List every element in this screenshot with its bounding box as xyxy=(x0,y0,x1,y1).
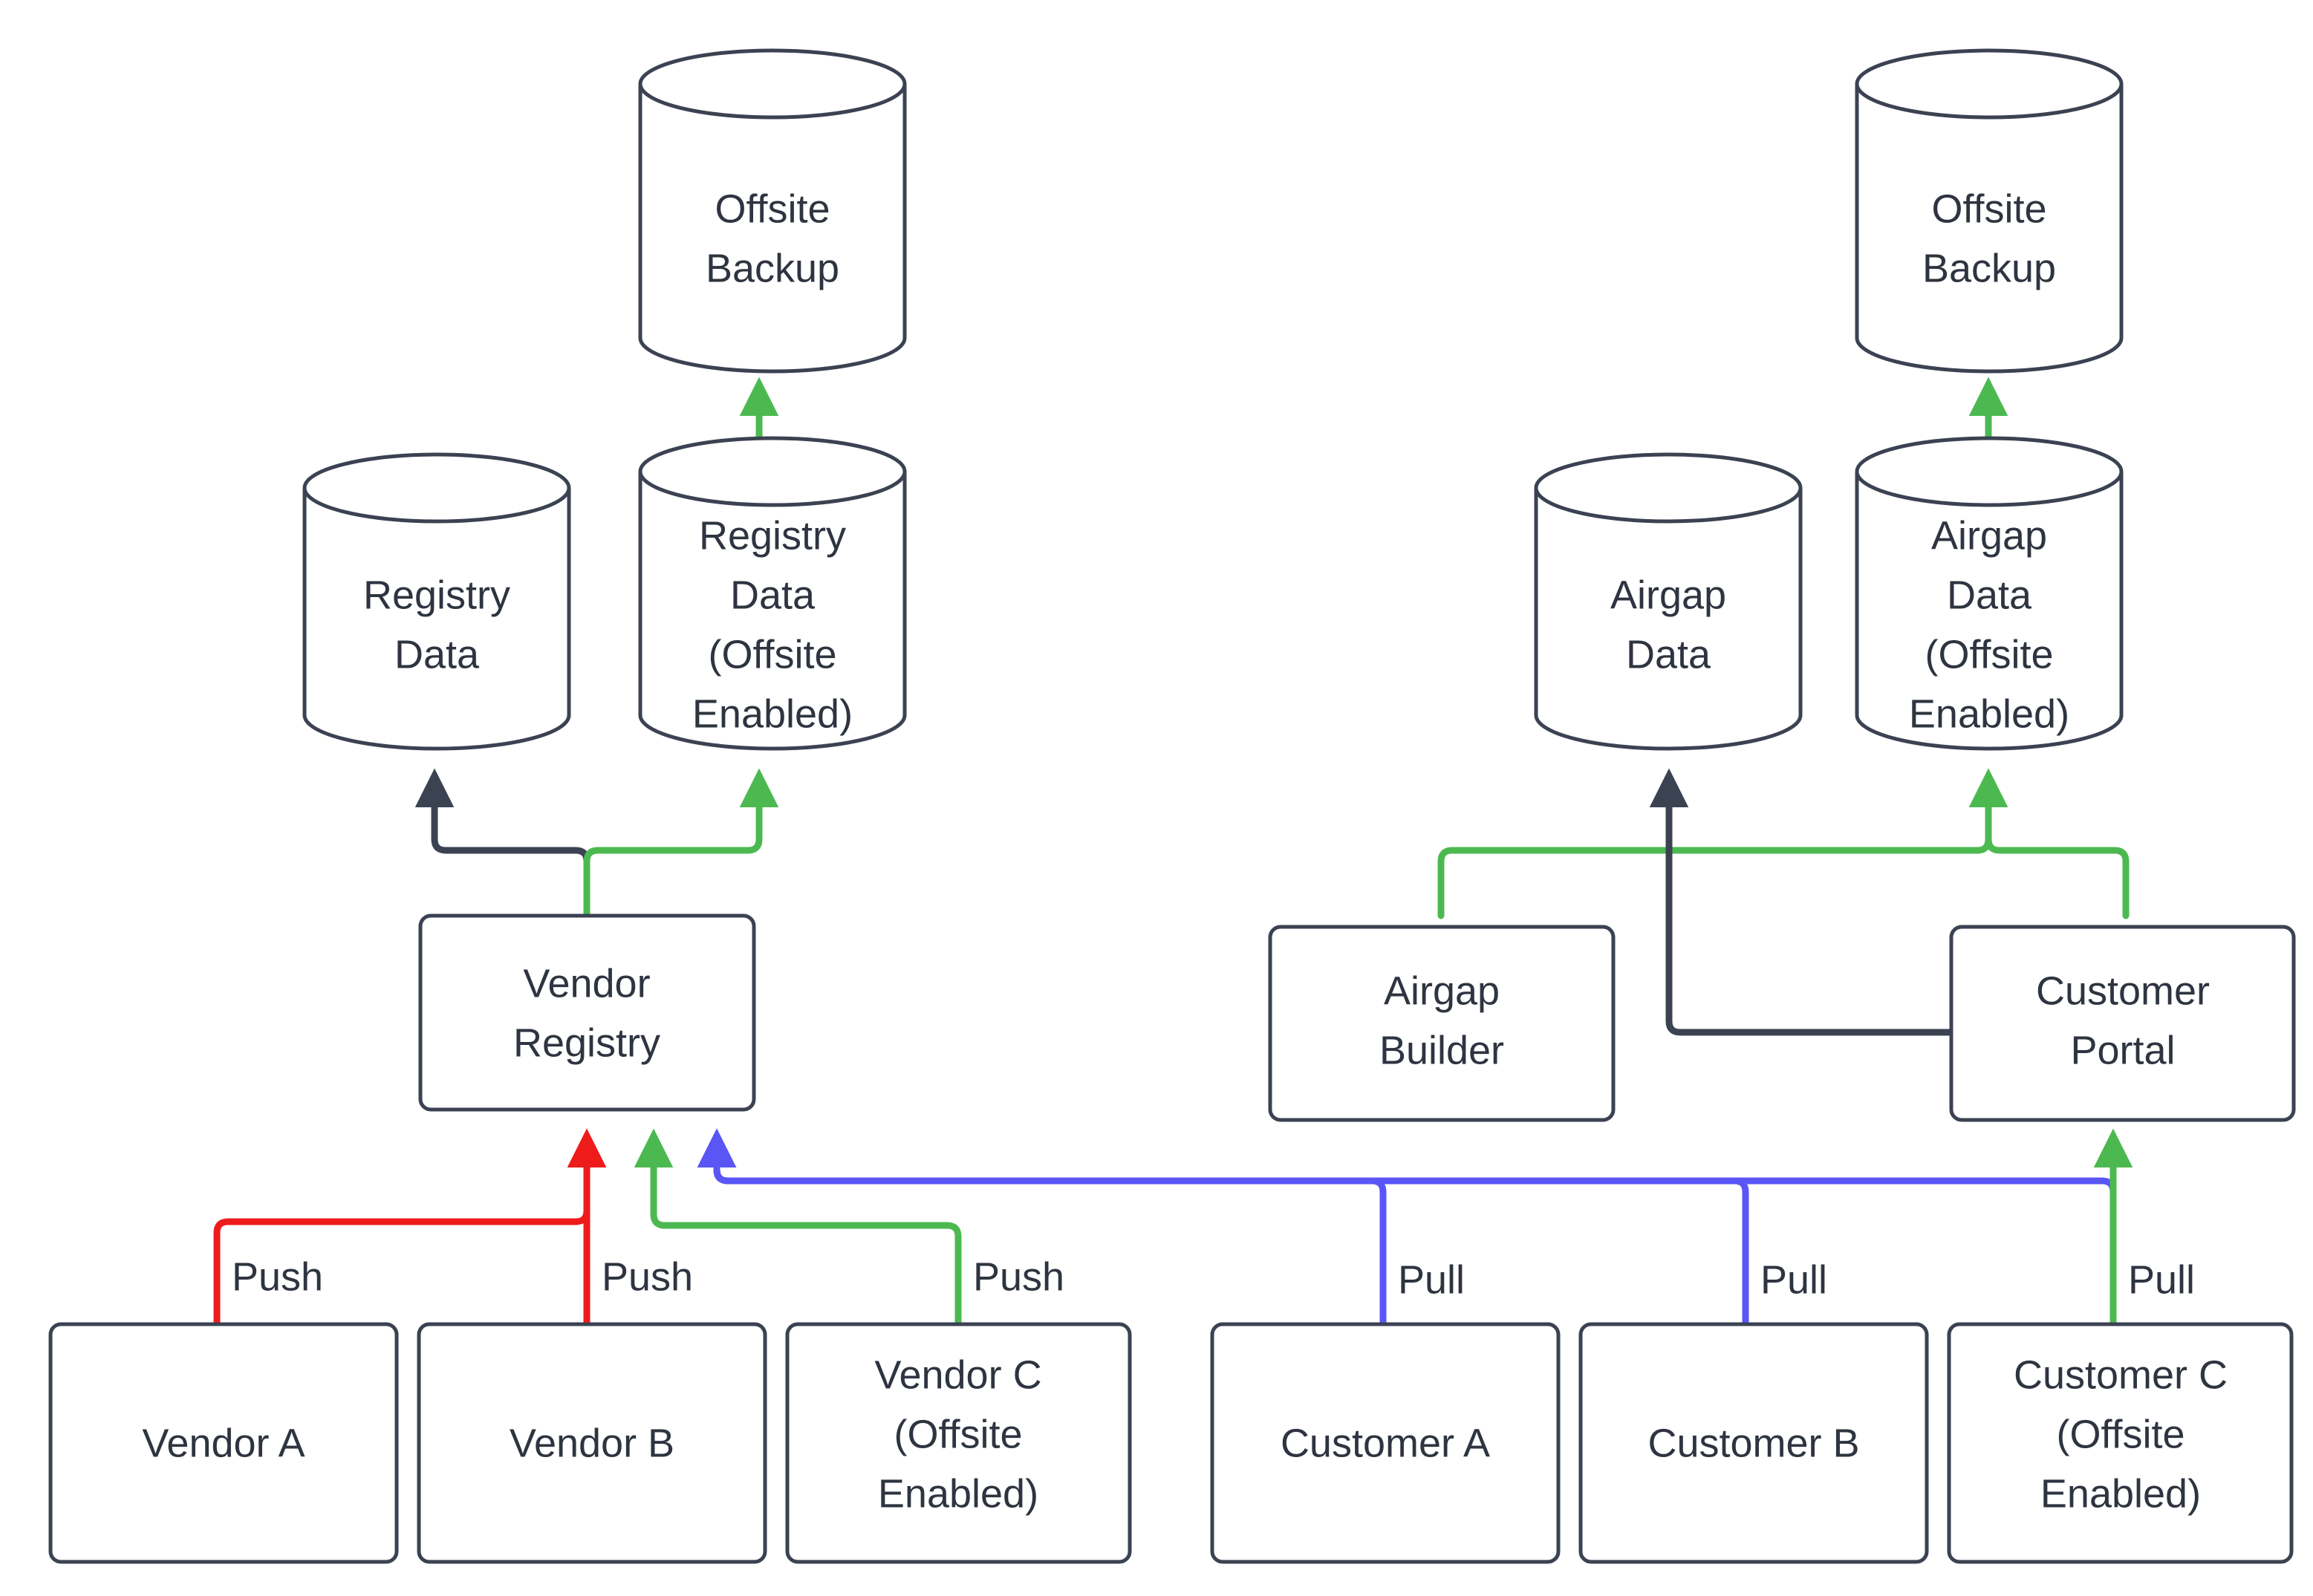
node-label-line: Offsite xyxy=(1931,186,2046,231)
node-label-line: Data xyxy=(1947,573,2032,617)
node-label-line: (Offsite xyxy=(708,632,836,677)
edge-label-push-a: Push xyxy=(232,1254,323,1299)
node-label-line: (Offsite xyxy=(1925,632,2053,677)
node-label-line: Builder xyxy=(1379,1028,1504,1072)
node-label-line: Registry xyxy=(363,573,510,617)
edge-customer-portal-to-airgap-data-offsite xyxy=(1968,768,2130,919)
node-offsite-backup-left[interactable]: Offsite Backup xyxy=(638,48,907,374)
edge-purple-trunk xyxy=(697,1128,2117,1196)
node-label-line: Portal xyxy=(2070,1028,2175,1072)
node-label-line: Registry xyxy=(513,1020,660,1065)
edge-customer-portal-to-airgap-data xyxy=(1649,768,1955,1036)
node-label-line: Airgap xyxy=(1610,573,1726,617)
node-label-line: Backup xyxy=(1922,246,2056,290)
node-label-line: Enabled) xyxy=(1909,691,2069,736)
edge-vendor-c-to-vendor-registry xyxy=(634,1128,962,1326)
edge-airgap-builder-to-airgap-data-offsite xyxy=(1437,768,2008,919)
node-label-line: Vendor xyxy=(523,961,650,1006)
node-label-line: Customer C xyxy=(2014,1352,2228,1397)
node-label-line: Enabled) xyxy=(692,691,853,736)
edge-label-pull-b: Pull xyxy=(1760,1257,1827,1302)
edge-label-push-b: Push xyxy=(602,1254,693,1299)
node-vendor-c[interactable]: Vendor C (Offsite Enabled) xyxy=(785,1322,1132,1564)
node-customer-portal[interactable]: Customer Portal xyxy=(1949,925,2296,1122)
node-registry-data-offsite[interactable]: Registry Data (Offsite Enabled) xyxy=(638,436,907,751)
node-label-line: Customer xyxy=(2036,968,2210,1013)
node-label-line: Enabled) xyxy=(878,1471,1038,1516)
edge-customer-b-to-vendor-registry xyxy=(697,1128,1749,1326)
node-label-line: Backup xyxy=(706,246,839,290)
node-airgap-data-offsite[interactable]: Airgap Data (Offsite Enabled) xyxy=(1855,436,2124,751)
node-customer-b[interactable]: Customer B xyxy=(1578,1322,1929,1564)
node-label-line: Vendor B xyxy=(510,1421,674,1465)
edge-vendor-registry-to-registry-data xyxy=(414,768,591,919)
node-vendor-registry[interactable]: Vendor Registry xyxy=(418,913,756,1112)
edge-label-pull-a: Pull xyxy=(1398,1257,1465,1302)
node-customer-c[interactable]: Customer C (Offsite Enabled) xyxy=(1947,1322,2294,1564)
node-label-line: Airgap xyxy=(1384,968,1500,1013)
node-vendor-a[interactable]: Vendor A xyxy=(48,1322,399,1564)
node-vendor-b[interactable]: Vendor B xyxy=(417,1322,767,1564)
node-airgap-builder[interactable]: Airgap Builder xyxy=(1268,925,1616,1122)
edge-vendor-registry-to-registry-data-offsite xyxy=(583,768,779,919)
node-label-line: Data xyxy=(1626,632,1711,677)
node-airgap-data[interactable]: Airgap Data xyxy=(1534,452,1803,751)
node-label-line: Customer A xyxy=(1281,1421,1490,1465)
node-label-line: Data xyxy=(730,573,816,617)
node-customer-a[interactable]: Customer A xyxy=(1210,1322,1561,1564)
edge-label-push-c: Push xyxy=(973,1254,1064,1299)
node-label-line: Vendor A xyxy=(142,1421,305,1465)
node-label-line: Data xyxy=(394,632,480,677)
node-label-line: (Offsite xyxy=(894,1412,1022,1456)
node-registry-data[interactable]: Registry Data xyxy=(302,452,571,751)
node-label-line: Customer B xyxy=(1647,1421,1859,1465)
node-offsite-backup-right[interactable]: Offsite Backup xyxy=(1855,48,2124,374)
node-label-line: Offsite xyxy=(715,186,830,231)
node-label-line: Airgap xyxy=(1931,513,2047,558)
node-label-line: Enabled) xyxy=(2040,1471,2201,1516)
edge-label-pull-c: Pull xyxy=(2128,1257,2195,1302)
node-label-line: Registry xyxy=(699,513,846,558)
node-label-line: (Offsite xyxy=(2056,1412,2184,1456)
node-label-line: Vendor C xyxy=(874,1352,1041,1397)
